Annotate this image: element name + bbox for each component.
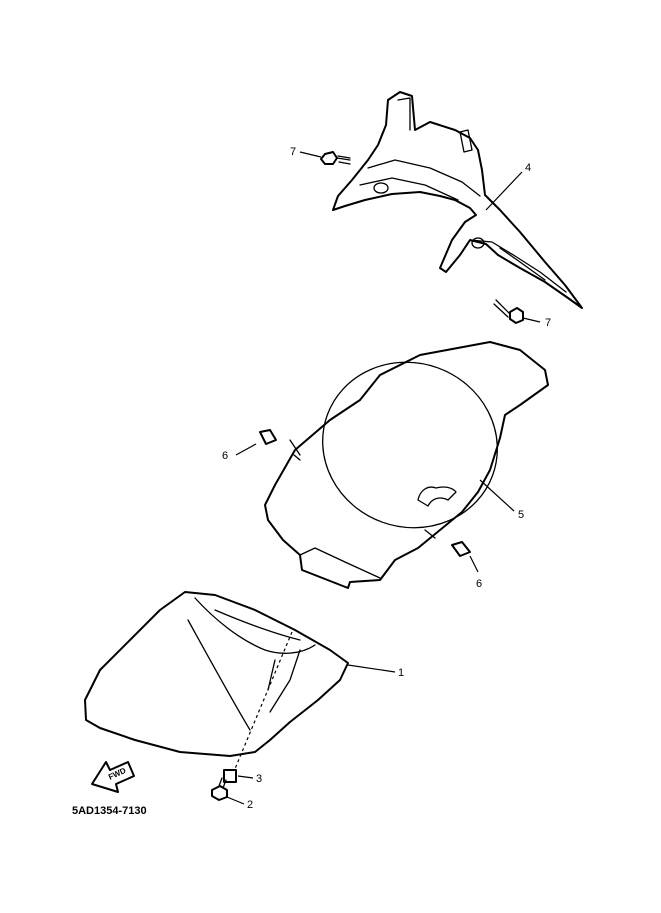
callout-3: 3 [256, 773, 262, 785]
screw-2 [211, 777, 245, 805]
nut-6-right [451, 541, 479, 573]
callout-6-right: 6 [476, 578, 482, 590]
callout-4: 4 [525, 162, 531, 174]
callout-7-top: 7 [290, 146, 296, 158]
front-fender-part-1 [84, 591, 396, 757]
callout-1: 1 [398, 667, 404, 679]
callout-2: 2 [247, 799, 253, 811]
fwd-arrow-icon: FWD [91, 761, 135, 793]
nut-6-left [235, 429, 277, 456]
bolt-7-top [299, 151, 351, 165]
callout-7-right: 7 [545, 317, 551, 329]
diagram-code: 5AD1354-7130 [72, 805, 147, 817]
callout-5: 5 [518, 509, 524, 521]
rear-fender-part-4 [332, 91, 583, 309]
bolt-7-right [493, 299, 541, 324]
callout-6-left: 6 [222, 450, 228, 462]
collar-3 [223, 769, 254, 783]
inner-cover-part-5 [264, 341, 549, 589]
